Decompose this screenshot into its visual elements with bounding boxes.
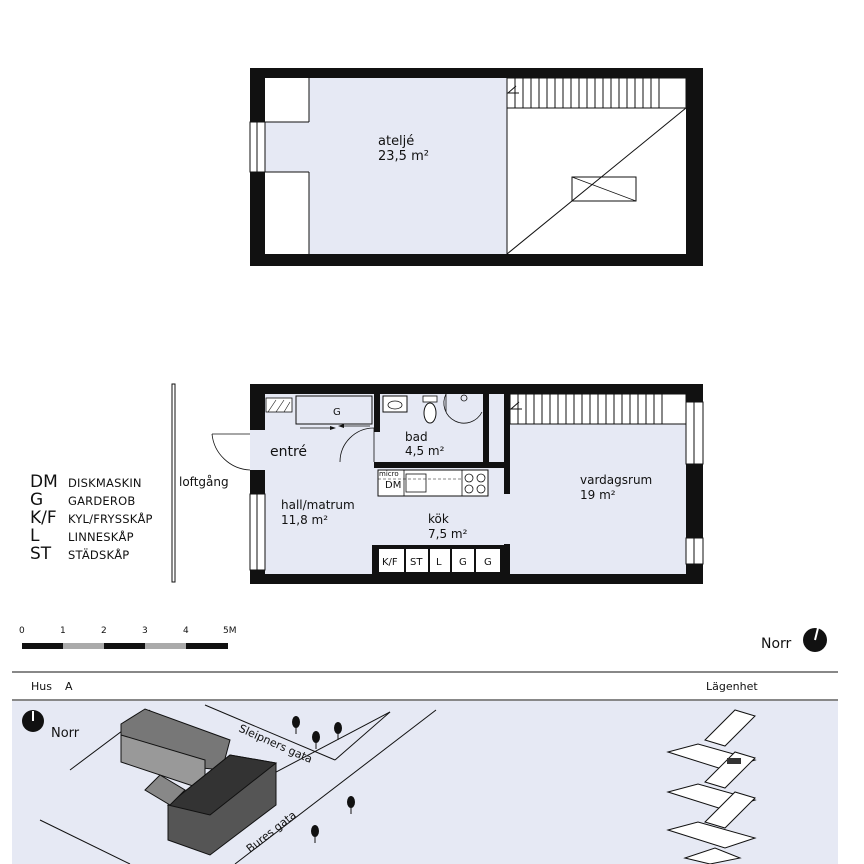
washbasin bbox=[382, 395, 408, 413]
entrance-door-opening bbox=[250, 430, 265, 470]
floor-drain bbox=[460, 394, 468, 402]
entrance-door-swing[interactable] bbox=[211, 433, 251, 471]
garderob-cabinet bbox=[295, 395, 373, 425]
bad-area: 4,5 m² bbox=[405, 444, 445, 458]
legend-text: STÄDSKÅP bbox=[68, 548, 130, 562]
vardagsrum-area: 19 m² bbox=[580, 488, 616, 502]
lower-floor-plan: G micro DM bbox=[171, 383, 704, 584]
legend-text: GARDEROB bbox=[68, 494, 136, 508]
site-compass-label: Norr bbox=[51, 726, 80, 741]
loftgang-label: loftgång bbox=[179, 475, 229, 489]
scale-bar bbox=[22, 643, 228, 649]
north-compass bbox=[803, 627, 827, 652]
legend-row: G GARDEROB bbox=[30, 490, 153, 510]
site-map: Norr Sleipners gata Bures gata bbox=[12, 701, 838, 864]
legend-code: L bbox=[30, 526, 40, 546]
hob-ring bbox=[476, 484, 486, 494]
atelje-window-niche bbox=[265, 122, 309, 172]
legend-row: DM DISKMASKIN bbox=[30, 472, 153, 492]
g2-label: G bbox=[484, 557, 492, 568]
wall-bath-east bbox=[483, 394, 489, 468]
entre-label: entré bbox=[270, 444, 307, 460]
legend-code: G bbox=[30, 490, 44, 510]
legend-code: DM bbox=[30, 472, 58, 492]
legend-code: ST bbox=[30, 544, 52, 564]
upper-floor-plan: ateljé 23,5 m² bbox=[249, 68, 703, 266]
scale-label: 3 bbox=[142, 626, 148, 636]
st-label: ST bbox=[410, 557, 423, 568]
scale-label: 0 bbox=[19, 626, 25, 636]
cabinet-st bbox=[406, 549, 428, 572]
kf-label: K/F bbox=[382, 557, 398, 568]
wall-bath-west bbox=[374, 394, 380, 432]
legend-text: KYL/FRYSSKÅP bbox=[68, 512, 153, 526]
atelje-label: ateljé bbox=[378, 134, 414, 149]
legend-row: ST STÄDSKÅP bbox=[30, 544, 153, 564]
hus-label: Hus bbox=[31, 680, 52, 693]
scale-label: 2 bbox=[101, 626, 107, 636]
bath-door-swing bbox=[339, 427, 375, 463]
upper-stair bbox=[506, 77, 687, 109]
atelje-area: 23,5 m² bbox=[378, 149, 429, 164]
legend-code: K/F bbox=[30, 508, 57, 528]
hus-value: A bbox=[65, 680, 73, 693]
shower-arc bbox=[443, 393, 483, 424]
kok-label: kök bbox=[428, 512, 449, 526]
trees bbox=[292, 716, 355, 843]
toilet-tank bbox=[422, 395, 438, 403]
hall-label: hall/matrum bbox=[281, 498, 355, 512]
legend-text: DISKMASKIN bbox=[68, 476, 142, 490]
l-label: L bbox=[436, 557, 442, 568]
bad-label: bad bbox=[405, 430, 428, 444]
compass-label: Norr bbox=[761, 636, 792, 652]
hob-ring bbox=[464, 473, 474, 483]
cabinet-g1 bbox=[452, 549, 474, 572]
wall-stair bbox=[504, 394, 510, 494]
dm-label: DM bbox=[385, 480, 401, 491]
skylight bbox=[571, 176, 637, 202]
cabinet-l bbox=[430, 549, 450, 572]
legend-row: K/F KYL/FRYSSKÅP bbox=[30, 508, 153, 528]
g1-label: G bbox=[459, 557, 467, 568]
scale-label: 1 bbox=[60, 626, 66, 636]
legend-row: L LINNESKÅP bbox=[30, 526, 153, 546]
cabinet-g2 bbox=[476, 549, 500, 572]
open-void-diagonal bbox=[506, 107, 687, 255]
hob-ring bbox=[476, 473, 486, 483]
toilet bbox=[423, 402, 437, 424]
legend: DM DISKMASKIN G GARDEROB K/F KYL/FRYSSKÅP L… bbox=[30, 472, 153, 564]
micro-label: micro bbox=[379, 470, 399, 478]
scale-label: 5M bbox=[223, 626, 237, 636]
kitchen-sink bbox=[405, 473, 427, 493]
wall-bath-south bbox=[374, 462, 510, 468]
atelje-floor bbox=[309, 78, 507, 254]
scale-label: 4 bbox=[183, 626, 189, 636]
garderob-label: G bbox=[333, 407, 341, 418]
hall-shelf bbox=[265, 397, 293, 413]
kok-area: 7,5 m² bbox=[428, 527, 468, 541]
lagenhet-label: Lägenhet bbox=[706, 680, 758, 693]
loftgang-railing bbox=[171, 383, 176, 583]
highlighted-apartment bbox=[727, 758, 741, 764]
hob-ring bbox=[464, 484, 474, 494]
hall-area: 11,8 m² bbox=[281, 513, 328, 527]
lower-stair bbox=[509, 393, 687, 425]
cabinet-kf bbox=[379, 549, 404, 572]
vardagsrum-label: vardagsrum bbox=[580, 473, 652, 487]
legend-text: LINNESKÅP bbox=[68, 530, 134, 544]
